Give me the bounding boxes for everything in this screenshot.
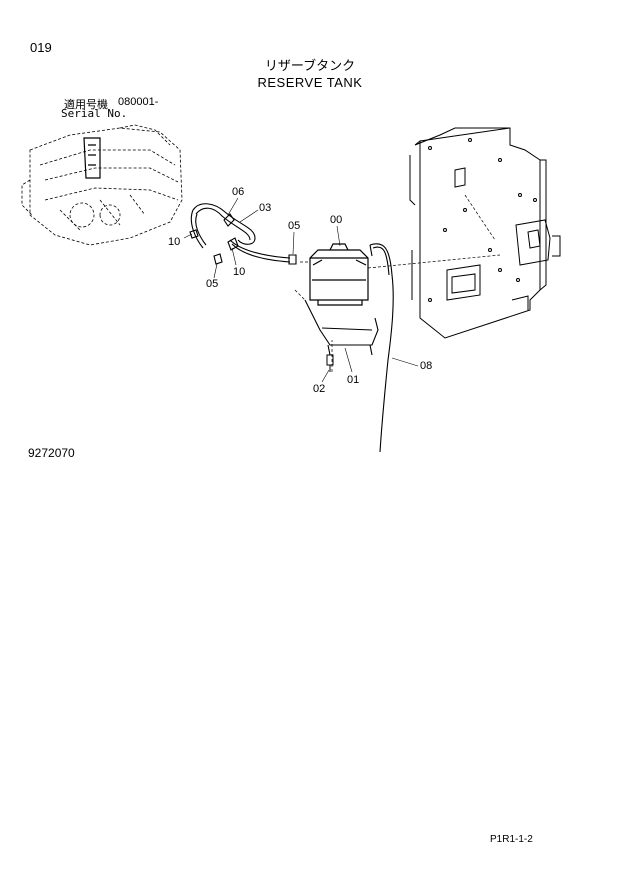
serial-label-japanese: 適用号機 (64, 98, 108, 111)
cab-panel (409, 127, 561, 339)
serial-label-english: Serial No. (61, 107, 128, 120)
figure-number: 9272070 (28, 446, 75, 460)
callout-10-right: 10 (233, 266, 246, 278)
callout-01: 01 (347, 374, 360, 386)
page-number: 019 (30, 40, 52, 55)
overflow-hose (369, 243, 394, 453)
callout-05-upper: 05 (288, 220, 301, 232)
reserve-tank (309, 243, 369, 306)
hose-assembly (189, 203, 297, 265)
callout-03: 03 (259, 202, 272, 214)
callout-06: 06 (232, 186, 245, 198)
tank-bracket (304, 299, 379, 356)
title-english: RESERVE TANK (257, 75, 363, 90)
callout-00: 00 (330, 214, 343, 226)
leader-lines (183, 197, 419, 383)
callout-10-left: 10 (168, 236, 181, 248)
alignment-lines (294, 194, 501, 372)
callout-05-lower: 05 (206, 278, 219, 290)
serial-from: 080001- (118, 96, 159, 108)
location-highlight (83, 137, 101, 179)
page-code: P1R1-1-2 (490, 834, 533, 845)
machine-overview-sketch (21, 124, 183, 246)
bolt (326, 354, 334, 372)
callout-02: 02 (313, 383, 326, 395)
title-japanese: リザーブタンク (264, 59, 356, 74)
callout-08: 08 (420, 360, 433, 372)
